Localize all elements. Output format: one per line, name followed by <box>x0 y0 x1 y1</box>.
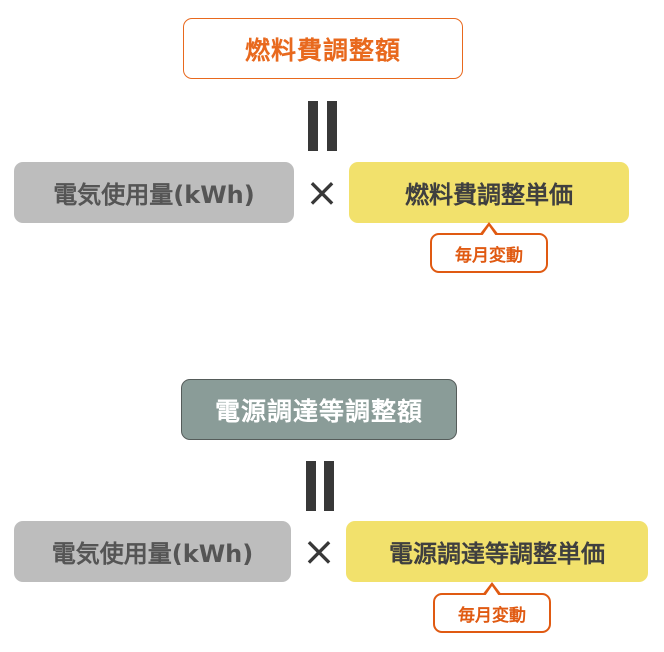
electricity-usage-box-1: 電気使用量(kWh) <box>14 162 294 223</box>
procurement-adjustment-unit-price-box: 電源調達等調整単価 <box>346 521 648 582</box>
equals-bar-left-1 <box>308 101 318 151</box>
multiply-icon-1: × <box>305 170 339 216</box>
equals-bar-left-2 <box>306 461 316 511</box>
equals-bar-right-1 <box>327 101 337 151</box>
monthly-change-callout-1: 毎月変動 <box>430 233 548 273</box>
fuel-adjustment-amount-box: 燃料費調整額 <box>183 18 463 79</box>
monthly-change-label: 毎月変動 <box>458 605 526 626</box>
procurement-adjustment-unit-price-label: 電源調達等調整単価 <box>389 540 605 568</box>
monthly-change-callout-2: 毎月変動 <box>433 593 551 633</box>
electricity-usage-label: 電気使用量(kWh) <box>53 181 255 209</box>
fuel-adjustment-unit-price-box: 燃料費調整単価 <box>349 162 629 223</box>
electricity-usage-box-2: 電気使用量(kWh) <box>14 521 291 582</box>
callout-tail-inner-1 <box>482 226 496 236</box>
fuel-adjustment-unit-price-label: 燃料費調整単価 <box>405 181 573 209</box>
monthly-change-label: 毎月変動 <box>455 245 523 266</box>
procurement-adjustment-amount-box: 電源調達等調整額 <box>181 379 457 440</box>
callout-tail-inner-2 <box>485 586 499 596</box>
procurement-adjustment-amount-label: 電源調達等調整額 <box>214 396 423 426</box>
multiply-icon-2: × <box>302 529 336 575</box>
electricity-usage-label: 電気使用量(kWh) <box>51 540 254 568</box>
equals-bar-right-2 <box>324 461 334 511</box>
fuel-adjustment-amount-label: 燃料費調整額 <box>244 35 401 65</box>
